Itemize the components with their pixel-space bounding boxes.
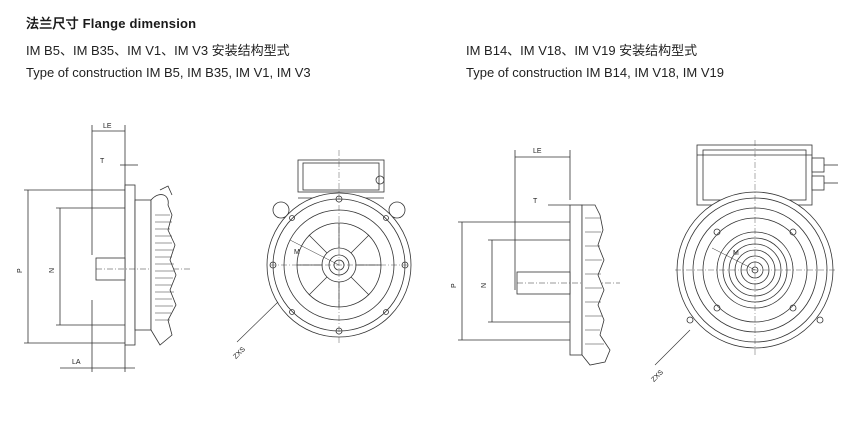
label-zxs-left: ZXS	[232, 346, 247, 361]
b14-front-view: M ZXS	[650, 140, 838, 384]
b5-side-view: LE T P N	[17, 123, 190, 372]
right-caption: IM B14、IM V18、IM V19 安装结构型式 Type of cons…	[466, 40, 724, 84]
label-t-right: T	[533, 198, 538, 205]
label-n-right: N	[481, 283, 488, 288]
left-caption-en: Type of construction IM B5, IM B35, IM V…	[26, 65, 311, 80]
label-n: N	[49, 268, 56, 273]
label-zxs-right: ZXS	[650, 369, 665, 384]
label-la: LA	[72, 359, 81, 366]
label-t: T	[100, 158, 105, 165]
label-p-right: P	[451, 283, 458, 288]
right-caption-cn: IM B14、IM V18、IM V19 安装结构型式	[466, 43, 698, 58]
b14-side-view: LE T P N	[451, 148, 620, 366]
label-p: P	[17, 268, 24, 273]
left-caption-cn: IM B5、IM B35、IM V1、IM V3 安装结构型式	[26, 43, 290, 58]
label-le: LE	[103, 123, 112, 130]
label-m-left: M	[294, 249, 300, 256]
label-le-right: LE	[533, 148, 542, 155]
right-caption-en: Type of construction IM B14, IM V18, IM …	[466, 65, 724, 80]
left-caption: IM B5、IM B35、IM V1、IM V3 安装结构型式 Type of …	[26, 40, 311, 84]
label-m-right: M	[733, 250, 739, 257]
b5-front-view: M ZXS	[232, 150, 412, 361]
page-title: 法兰尺寸 Flange dimension	[26, 16, 197, 31]
